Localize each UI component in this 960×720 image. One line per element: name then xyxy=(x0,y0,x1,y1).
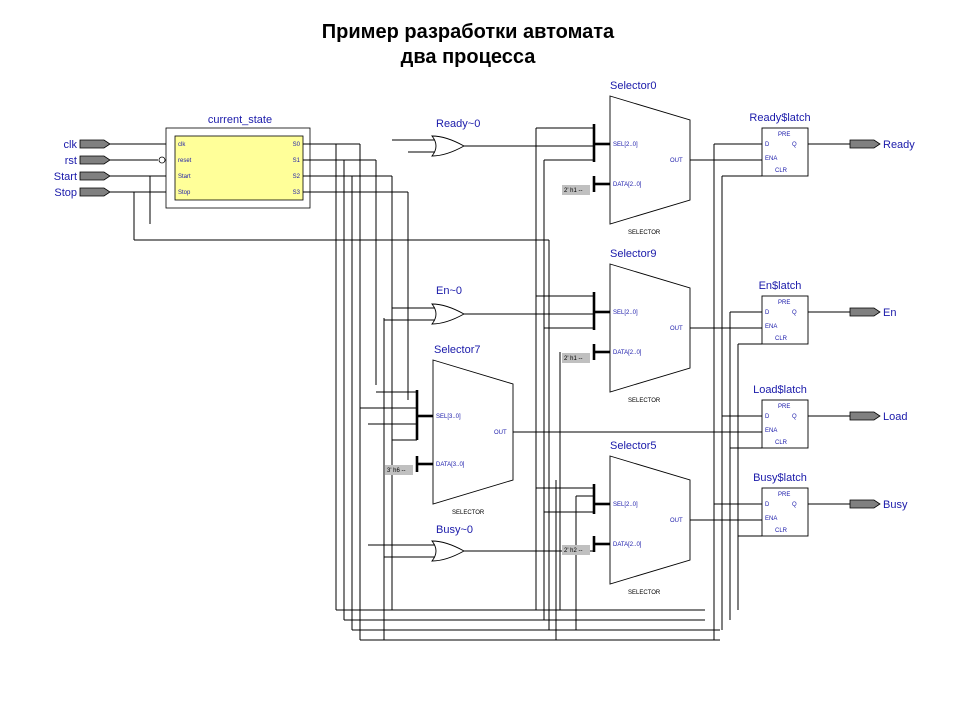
output-port-load[interactable]: Load xyxy=(849,411,907,423)
selector-9-name: Selector9 xyxy=(610,248,656,260)
output-label-busy: Busy xyxy=(883,499,908,511)
selector-7-type: SELECTOR xyxy=(452,510,485,516)
selector-5-out: OUT xyxy=(670,518,683,524)
selector-7-name: Selector7 xyxy=(434,344,480,356)
title-line-1: Пример разработки автомата xyxy=(321,21,615,43)
title-line-2: два процесса xyxy=(400,46,536,68)
latch-ready-q: Q xyxy=(792,142,797,148)
input-label-rst: rst xyxy=(65,155,77,167)
selector-5-type: SELECTOR xyxy=(628,590,661,596)
gate-label-ready: Ready~0 xyxy=(436,118,480,130)
latch-ready-ena: ENA xyxy=(765,156,777,162)
enable-wires xyxy=(713,143,762,640)
gate-label-busy: Busy~0 xyxy=(436,524,473,536)
latch-load-name: Load$latch xyxy=(753,384,807,396)
selector-7[interactable]: Selector7 SEL[3..0] DATA[3..0] OUT SELEC… xyxy=(360,344,762,516)
selector-0[interactable]: Selector0 SEL[2..0] DATA[2..0] OUT SELEC… xyxy=(562,80,762,236)
latch-busy-clr: CLR xyxy=(775,528,788,534)
selector-0-out: OUT xyxy=(670,158,683,164)
register-pin-s0: S0 xyxy=(293,142,301,148)
current-state-register[interactable]: current_state clk reset Start Stop S0 S1… xyxy=(165,114,311,209)
selector-5[interactable]: Selector5 SEL[2..0] DATA[2..0] OUT SELEC… xyxy=(562,440,762,596)
latch-busy-d: D xyxy=(765,502,770,508)
register-name: current_state xyxy=(208,114,272,126)
input-label-clk: clk xyxy=(64,139,78,151)
selector-5-const: 2' h2 -- xyxy=(564,548,583,554)
input-port-start[interactable]: Start xyxy=(54,171,111,183)
register-pin-clk: clk xyxy=(178,142,186,148)
state-wires xyxy=(303,127,720,641)
input-port-stop[interactable]: Stop xyxy=(54,187,111,199)
selector-9-data: DATA[2..0] xyxy=(613,350,642,356)
selector-0-name: Selector0 xyxy=(610,80,656,92)
latch-ready-name: Ready$latch xyxy=(749,112,810,124)
latch-busy-pre: PRE xyxy=(778,492,790,498)
latch-en-clr: CLR xyxy=(775,336,788,342)
latch-busy-q: Q xyxy=(792,502,797,508)
gate-ready[interactable]: Ready~0 xyxy=(392,118,594,157)
input-port-clk[interactable]: clk xyxy=(64,139,111,151)
register-pin-start: Start xyxy=(178,174,191,180)
output-label-en: En xyxy=(883,307,896,319)
latch-load[interactable]: Load$latch PRE D Q ENA CLR xyxy=(753,384,850,449)
register-pin-reset: reset xyxy=(178,158,192,164)
register-pin-s3: S3 xyxy=(293,190,301,196)
latch-en-name: En$latch xyxy=(759,280,802,292)
selector-5-sel: SEL[2..0] xyxy=(613,502,638,508)
latch-en-ena: ENA xyxy=(765,324,777,330)
latch-load-pre: PRE xyxy=(778,404,790,410)
latch-ready-pre: PRE xyxy=(778,132,790,138)
selector-0-sel: SEL[2..0] xyxy=(613,142,638,148)
latch-busy[interactable]: Busy$latch PRE D Q ENA CLR xyxy=(753,472,850,537)
input-label-start: Start xyxy=(54,171,77,183)
selector-9[interactable]: Selector9 SEL[2..0] DATA[2..0] OUT SELEC… xyxy=(562,248,762,404)
selector-5-name: Selector5 xyxy=(610,440,656,452)
latch-load-ena: ENA xyxy=(765,428,777,434)
latch-busy-name: Busy$latch xyxy=(753,472,807,484)
selector-9-const: 2' h1 -- xyxy=(564,356,583,362)
latch-load-clr: CLR xyxy=(775,440,788,446)
selector-7-data: DATA[3..0] xyxy=(436,462,465,468)
latch-ready-clr: CLR xyxy=(775,168,788,174)
selector-5-data: DATA[2..0] xyxy=(613,542,642,548)
output-port-busy[interactable]: Busy xyxy=(849,499,908,511)
selector-0-type: SELECTOR xyxy=(628,230,661,236)
latch-ready[interactable]: Ready$latch PRE D Q ENA CLR xyxy=(749,112,850,177)
latch-en-q: Q xyxy=(792,310,797,316)
output-port-ready[interactable]: Ready xyxy=(849,139,915,151)
selector-7-sel: SEL[3..0] xyxy=(436,414,461,420)
selector-7-const: 3' h6 -- xyxy=(387,468,406,474)
selector-0-data: DATA[2..0] xyxy=(613,182,642,188)
register-pin-s1: S1 xyxy=(293,158,301,164)
selector-9-type: SELECTOR xyxy=(628,398,661,404)
output-label-load: Load xyxy=(883,411,907,423)
latch-en-pre: PRE xyxy=(778,300,790,306)
gate-en[interactable]: En~0 xyxy=(384,285,594,325)
gate-busy[interactable]: Busy~0 xyxy=(368,524,594,562)
input-label-stop: Stop xyxy=(54,187,77,199)
latch-busy-ena: ENA xyxy=(765,516,777,522)
selector-0-const: 2' h1 -- xyxy=(564,188,583,194)
gate-label-en: En~0 xyxy=(436,285,462,297)
selector-7-out: OUT xyxy=(494,430,507,436)
output-label-ready: Ready xyxy=(883,139,915,151)
page-title: Пример разработки автомата два процесса xyxy=(0,20,936,70)
latch-ready-d: D xyxy=(765,142,770,148)
input-port-rst[interactable]: rst xyxy=(65,155,111,167)
latch-load-q: Q xyxy=(792,414,797,420)
selector-9-sel: SEL[2..0] xyxy=(613,310,638,316)
register-pin-s2: S2 xyxy=(293,174,301,180)
latch-load-d: D xyxy=(765,414,770,420)
output-port-en[interactable]: En xyxy=(849,307,896,319)
latch-en[interactable]: En$latch PRE D Q ENA CLR xyxy=(759,280,850,345)
input-wires xyxy=(110,143,549,241)
register-pin-stop: Stop xyxy=(178,190,191,196)
selector-9-out: OUT xyxy=(670,326,683,332)
latch-en-d: D xyxy=(765,310,770,316)
